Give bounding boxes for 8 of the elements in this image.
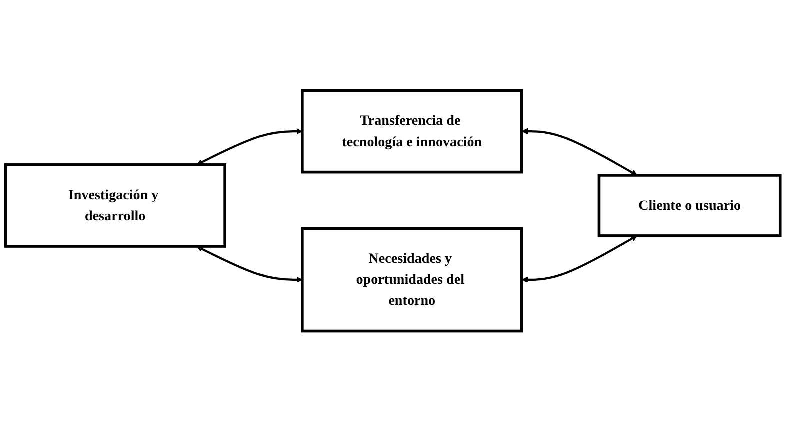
arrow (522, 236, 638, 284)
node-box: Investigación y desarrollo (4, 164, 226, 248)
arrow (522, 128, 638, 176)
node-box: Cliente o usuario (598, 174, 782, 238)
arrow (196, 246, 303, 284)
node-box: Transferencia de tecnología e innovación (301, 89, 524, 174)
node-box: Necesidades y oportunidades del entorno (301, 227, 524, 333)
arrow (196, 128, 303, 166)
